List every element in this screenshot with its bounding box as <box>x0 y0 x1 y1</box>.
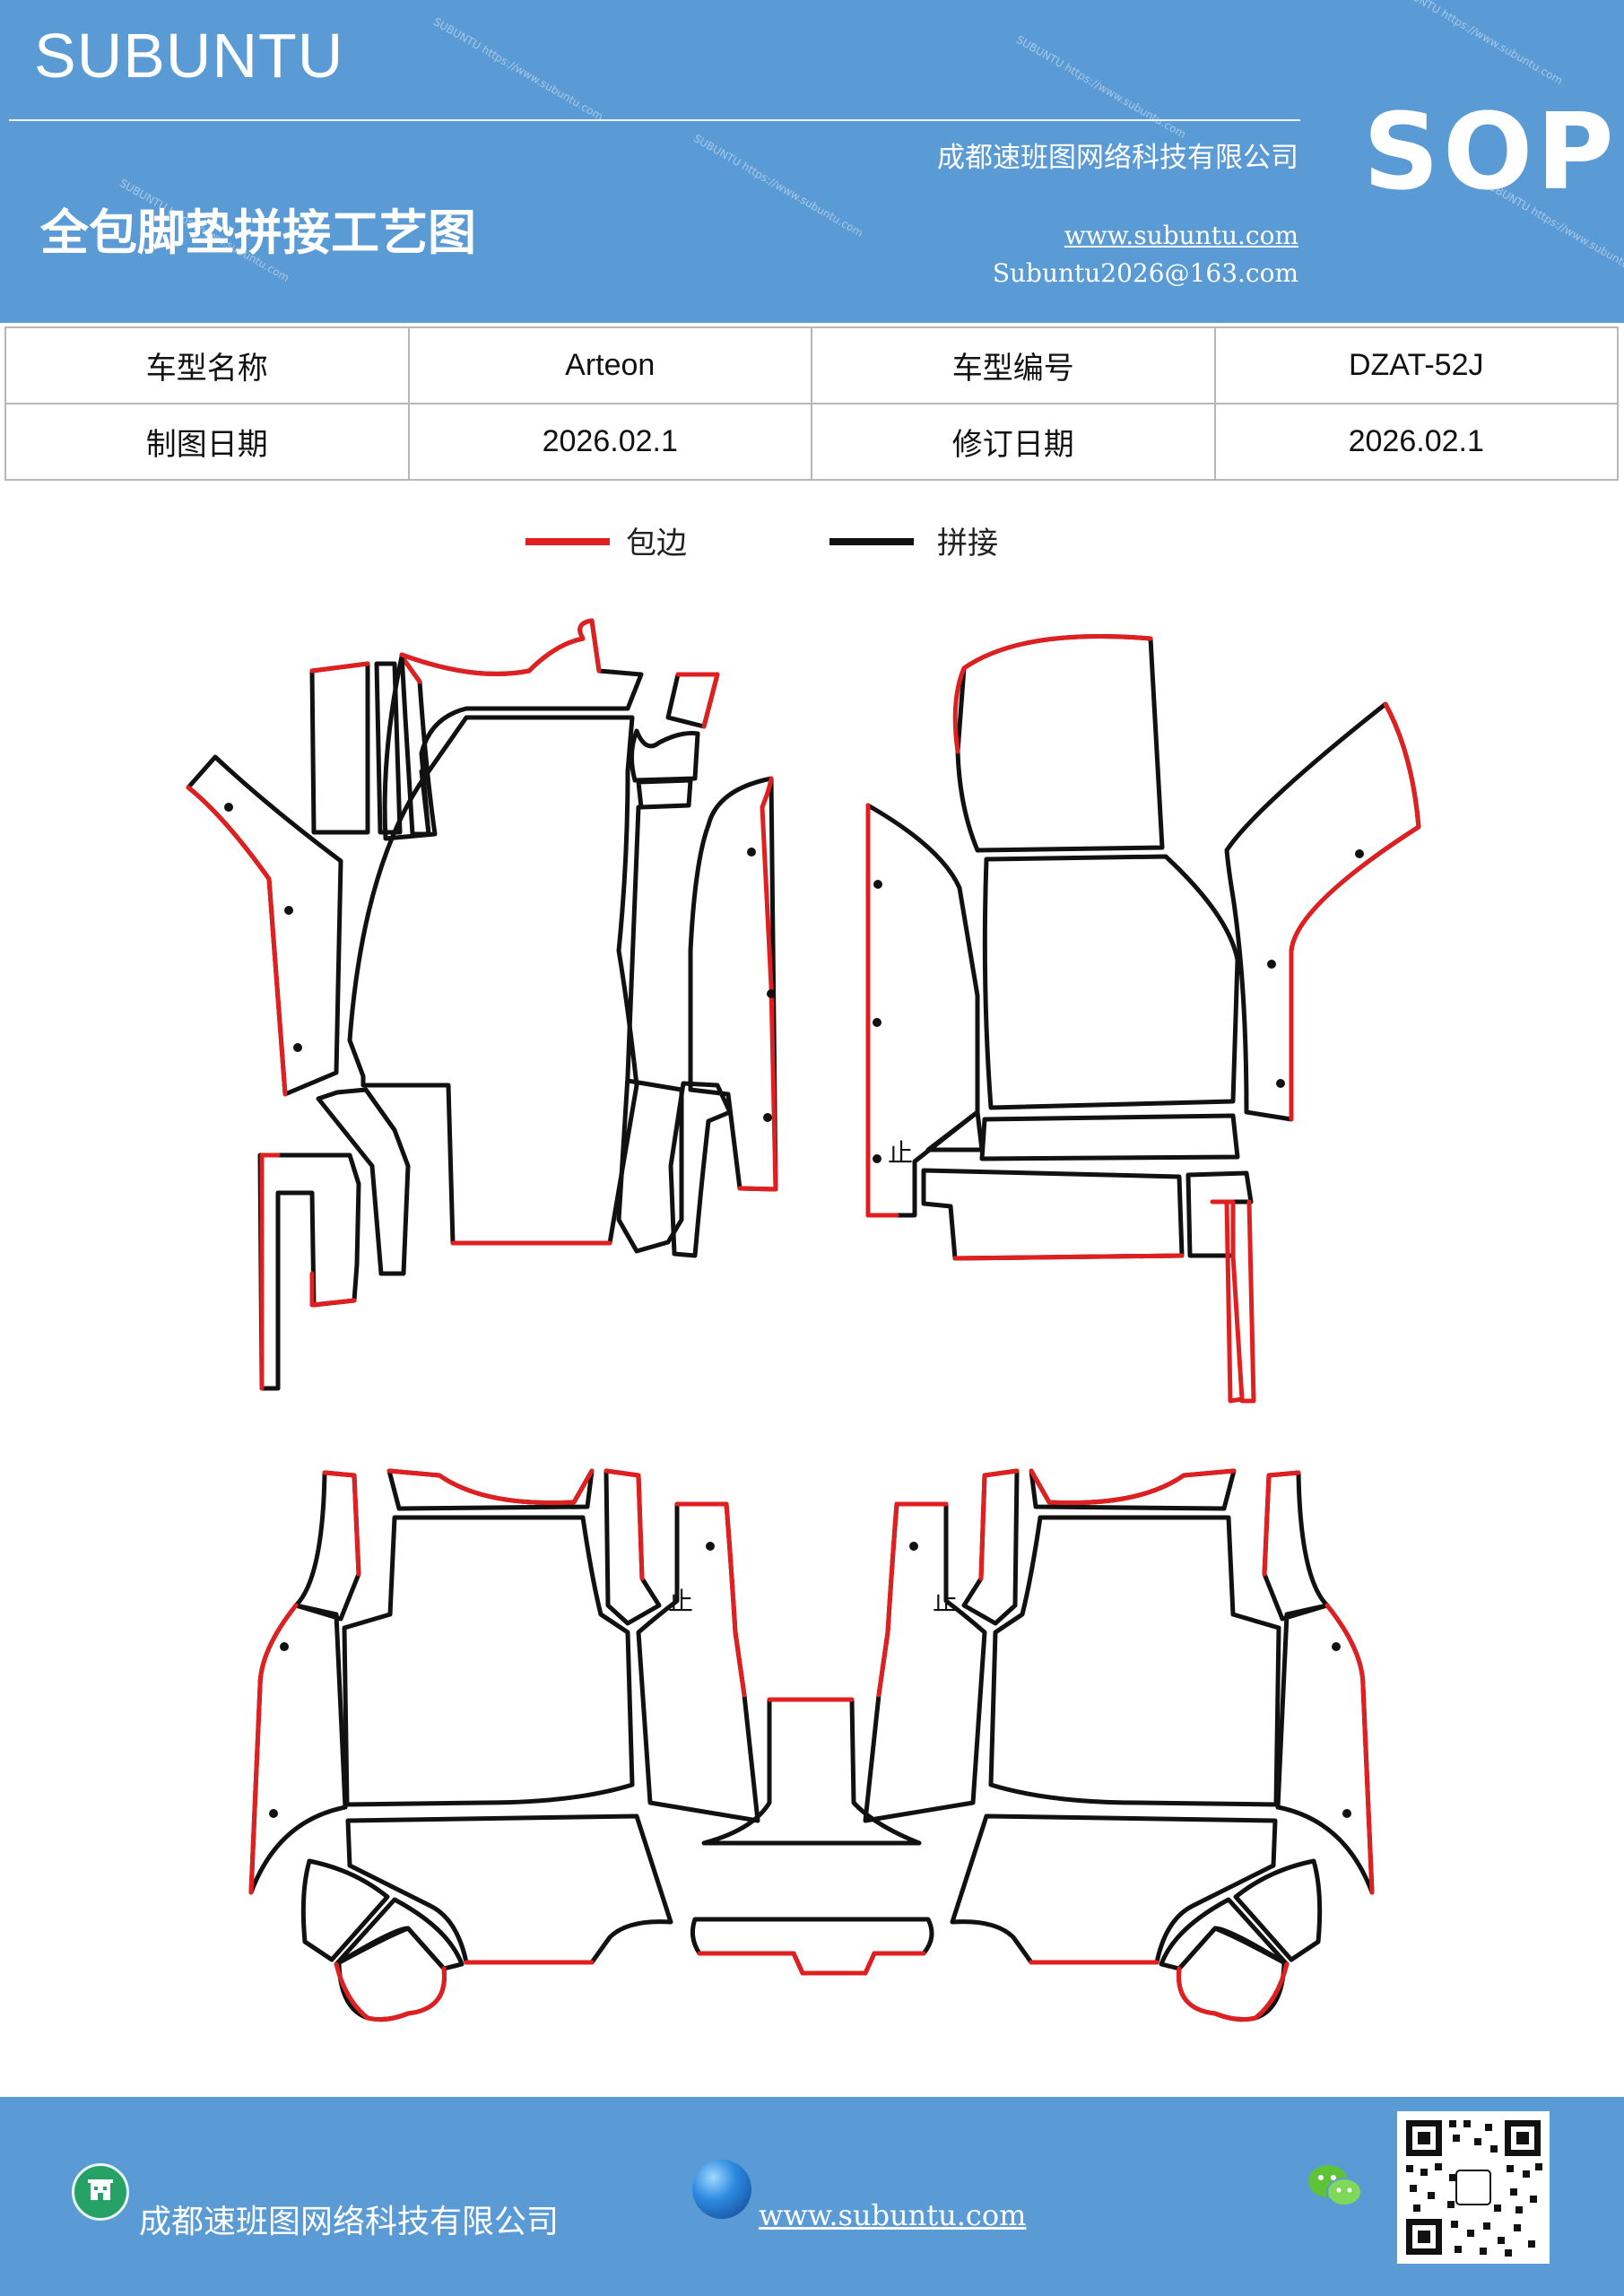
front-left-mat <box>186 618 778 1391</box>
model-code-value: DZAT-52J <box>1213 326 1619 404</box>
footer-website-link[interactable]: www.subuntu.com <box>759 2198 1027 2232</box>
header-banner: SUBUNTU SOP 成都速班图网络科技有限公司 全包脚垫拼接工艺图 www.… <box>0 0 1624 323</box>
footer-company: 成都速班图网络科技有限公司 <box>139 2204 560 2240</box>
join-label: 拼接 <box>937 526 998 561</box>
header-company: 成都速班图网络科技有限公司 <box>937 142 1298 174</box>
join-swatch <box>829 538 914 545</box>
floor-mat-diagram: 止 止 <box>186 618 1421 2022</box>
model-name-value: Arteon <box>407 326 812 404</box>
revise-date-value: 2026.02.1 <box>1213 403 1619 481</box>
watermark: SUBUNTU https://www.subuntu.com <box>690 131 865 240</box>
building-icon <box>72 2163 129 2221</box>
brand-name: SUBUNTU <box>34 21 344 91</box>
qr-code <box>1397 2111 1550 2264</box>
table-row: 制图日期 2026.02.1 修订日期 2026.02.1 <box>4 403 1619 481</box>
watermark: SUBUNTU https://www.subuntu.com <box>1013 32 1188 142</box>
revise-date-label: 修订日期 <box>811 403 1216 481</box>
rear-left-mat: 止 <box>248 1468 934 2022</box>
sop-badge: SOP <box>1363 90 1618 213</box>
table-row: 车型名称 Arteon 车型编号 DZAT-52J <box>4 326 1619 404</box>
draw-date-label: 制图日期 <box>4 403 410 481</box>
edge-label: 包边 <box>626 526 687 561</box>
stop-mark: 止 <box>888 1138 913 1168</box>
stop-mark: 止 <box>933 1587 958 1616</box>
rear-right-mat: 止 <box>863 1468 1375 2022</box>
model-name-label: 车型名称 <box>4 326 410 404</box>
legend-edge: 包边 <box>525 518 705 563</box>
legend-join: 拼接 <box>829 518 1027 563</box>
header-email: Subuntu2026@163.com <box>992 258 1298 288</box>
watermark: SUBUNTU https://www.subuntu.com <box>430 14 605 124</box>
draw-date-value: 2026.02.1 <box>407 403 812 481</box>
globe-icon <box>692 2160 751 2219</box>
header-divider <box>9 119 1300 121</box>
header-website-link[interactable]: www.subuntu.com <box>1064 221 1298 250</box>
stop-mark: 止 <box>668 1587 693 1616</box>
front-right-mat: 止 <box>865 633 1421 1404</box>
document-title: 全包脚垫拼接工艺图 <box>40 204 476 261</box>
footer-banner: 成都速班图网络科技有限公司 www.subuntu.com <box>0 2097 1624 2296</box>
vehicle-info-table: 车型名称 Arteon 车型编号 DZAT-52J 制图日期 2026.02.1… <box>4 326 1619 481</box>
watermark: SUBUNTU https://www.subuntu.com <box>1390 0 1565 88</box>
wechat-icon[interactable] <box>1305 2160 1368 2213</box>
model-code-label: 车型编号 <box>811 326 1216 404</box>
edge-swatch <box>525 538 610 545</box>
